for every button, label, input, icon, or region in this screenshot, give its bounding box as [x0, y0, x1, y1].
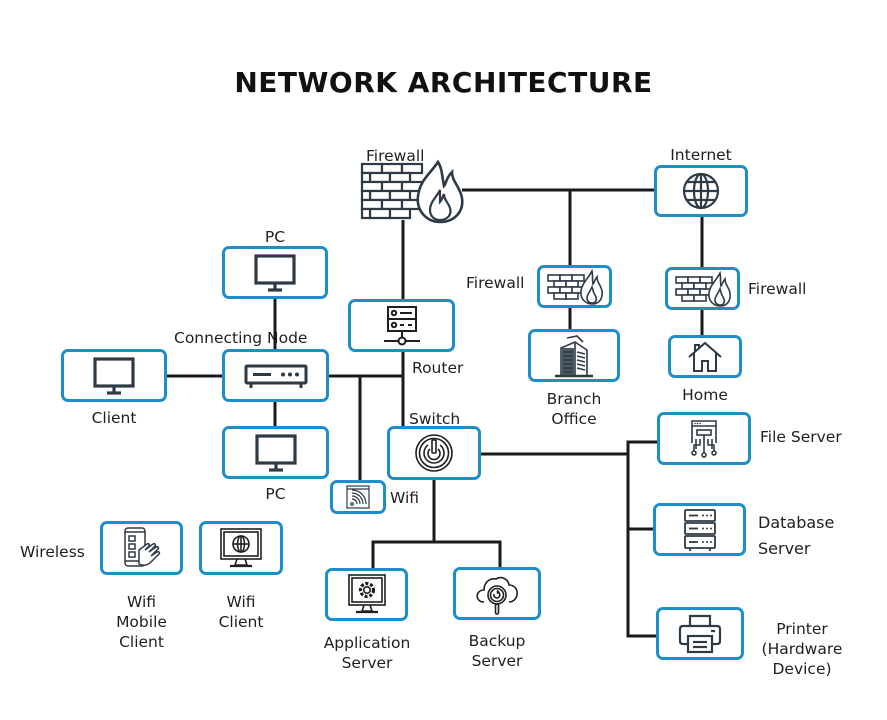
diagram-title: NETWORK ARCHITECTURE — [234, 66, 653, 99]
line-servers-bus — [626, 440, 657, 638]
wifi-client-label: Wifi Client — [199, 592, 283, 632]
database-server-label-line1: Database — [758, 513, 835, 532]
branch-office-label: Branch Office — [528, 389, 620, 429]
network-hub-icon — [244, 364, 307, 388]
database-server-node[interactable] — [653, 503, 746, 556]
printer-label: Printer (Hardware Device) — [754, 619, 850, 679]
internet-node[interactable] — [654, 165, 748, 217]
printer-label-line3: Device) — [772, 660, 832, 678]
wifi-client-label-line2: Client — [218, 613, 264, 631]
backup-server-label-line1: Backup — [468, 632, 526, 650]
firewall-icon — [360, 159, 464, 224]
branch-office-label-line1: Branch — [546, 390, 602, 408]
monitor-icon — [254, 433, 297, 472]
application-server-label-line1: Application — [323, 634, 411, 652]
pc-top-node[interactable] — [222, 246, 328, 299]
web-monitor-icon — [220, 528, 262, 568]
file-server-node[interactable] — [657, 412, 751, 465]
firewall-icon — [674, 270, 731, 307]
client-label: Client — [91, 409, 137, 427]
firewall-home-node[interactable] — [665, 267, 740, 310]
router-label: Router — [412, 359, 464, 377]
printer-node[interactable] — [656, 607, 744, 660]
internet-label: Internet — [670, 146, 732, 164]
pc-bottom-node[interactable] — [222, 426, 329, 479]
connecting-node[interactable] — [222, 349, 329, 402]
line-app-backup — [371, 540, 502, 570]
file-server-label: File Server — [760, 428, 842, 446]
wifi-mobile-client-label-line3: Client — [119, 633, 164, 651]
printer-label-line1: Printer — [776, 620, 828, 638]
router-icon — [383, 305, 420, 345]
switch-label: Switch — [409, 410, 461, 428]
wifi-mobile-client-label: Wifi Mobile Client — [100, 592, 183, 652]
printer-icon — [678, 614, 722, 653]
connecting-node-label: Connecting Node — [174, 329, 308, 347]
file-server-icon — [691, 419, 717, 458]
firewall-main[interactable] — [360, 158, 466, 228]
application-server-label-line2: Server — [341, 654, 393, 672]
backup-server-node[interactable] — [453, 567, 541, 620]
client-node[interactable] — [61, 349, 167, 402]
application-server-node[interactable] — [325, 568, 408, 621]
application-server-label: Application Server — [316, 633, 418, 673]
wifi-signal-icon — [346, 485, 370, 509]
backup-server-label: Backup Server — [445, 631, 549, 671]
branch-office-node[interactable] — [528, 329, 620, 382]
home-label: Home — [682, 386, 728, 404]
home-node[interactable] — [668, 335, 742, 378]
wifi-client-node[interactable] — [199, 521, 283, 575]
firewall-home-label: Firewall — [748, 280, 807, 298]
cloud-backup-icon — [476, 576, 518, 615]
house-icon — [688, 341, 722, 372]
printer-label-line2: (Hardware — [761, 640, 843, 658]
firewall-main-label: Firewall — [366, 147, 425, 165]
wifi-mobile-client-node[interactable] — [100, 521, 183, 575]
router-node[interactable] — [348, 299, 455, 352]
database-server-icon — [683, 508, 716, 551]
wifi-mobile-client-label-line1: Wifi — [126, 593, 157, 611]
wifi-node[interactable] — [330, 480, 386, 514]
firewall-branch-label: Firewall — [466, 274, 525, 292]
firewall-branch-node[interactable] — [537, 265, 612, 308]
globe-icon — [682, 172, 720, 210]
database-server-label: Database Server — [758, 510, 834, 562]
power-switch-icon — [415, 434, 453, 472]
firewall-icon — [546, 268, 603, 305]
branch-office-label-line2: Office — [551, 410, 597, 428]
mobile-touch-icon — [123, 527, 160, 567]
wifi-client-label-line1: Wifi — [226, 593, 256, 611]
pc-top-label: PC — [264, 228, 286, 246]
wifi-label: Wifi — [390, 489, 420, 507]
wireless-label: Wireless — [20, 543, 85, 561]
switch-node[interactable] — [387, 426, 481, 480]
pc-bottom-label: PC — [265, 485, 286, 503]
monitor-icon — [254, 253, 296, 292]
monitor-icon — [93, 356, 135, 395]
wifi-mobile-client-label-line2: Mobile — [116, 613, 167, 631]
building-icon — [555, 334, 593, 377]
database-server-label-line2: Server — [758, 539, 811, 558]
backup-server-label-line2: Server — [471, 652, 523, 670]
gear-monitor-icon — [347, 573, 386, 613]
